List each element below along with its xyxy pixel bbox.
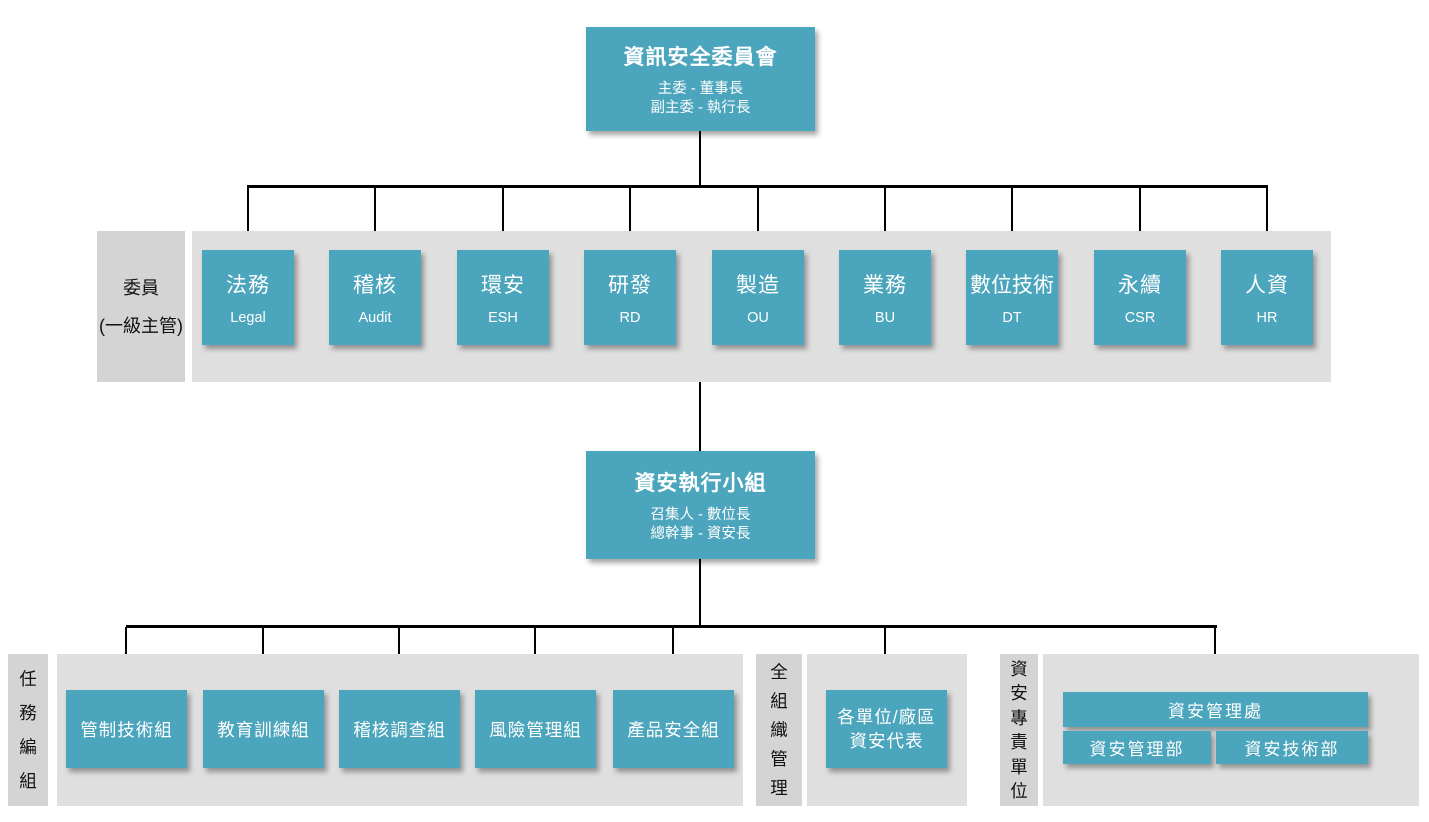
connector-exec-stem: [699, 559, 701, 626]
dept-box-csr: 永續 CSR: [1094, 250, 1186, 345]
dept-name-en: HR: [1256, 310, 1278, 326]
team-box-control-tech: 管制技術組: [66, 690, 187, 768]
security-office-box: 資安管理處: [1063, 692, 1368, 727]
dept-name-zh: 人資: [1245, 274, 1289, 297]
dept-box-legal: 法務 Legal: [202, 250, 294, 345]
dept-name-en: OU: [747, 310, 769, 326]
dept-name-zh: 業務: [863, 274, 907, 297]
members-label-box: 委員 (一級主管): [97, 231, 185, 382]
org-wide-label: 全組織管理: [770, 661, 788, 798]
team-box-risk-management: 風險管理組: [475, 690, 596, 768]
dept-name-en: CSR: [1124, 310, 1156, 326]
connector-teams-bus: [126, 625, 1217, 628]
connector-member-drop: [757, 187, 759, 250]
dept-box-ou: 製造 OU: [712, 250, 804, 345]
security-mgmt-dept-box: 資安管理部: [1063, 731, 1211, 764]
team-box-audit-investigation: 稽核調查組: [339, 690, 460, 768]
dept-box-audit: 稽核 Audit: [329, 250, 421, 345]
dept-name-zh: 法務: [226, 274, 270, 297]
connector-member-drop: [1011, 187, 1013, 250]
site-rep-line1: 各單位/廠區: [837, 707, 936, 727]
site-rep-box: 各單位/廠區 資安代表: [826, 690, 947, 768]
members-label: 委員 (一級主管): [99, 277, 183, 336]
exec-convener-line: 召集人 - 數位長: [650, 506, 751, 523]
dept-box-bu: 業務 BU: [839, 250, 931, 345]
dept-name-en: BU: [874, 310, 896, 326]
exec-group-box: 資安執行小組 召集人 - 數位長 總幹事 - 資安長: [586, 451, 815, 559]
connector-member-drop: [629, 187, 631, 250]
dept-name-en: ESH: [488, 310, 518, 326]
team-box-education-training: 教育訓練組: [203, 690, 324, 768]
dept-name-zh: 研發: [608, 274, 652, 297]
dept-box-rd: 研發 RD: [584, 250, 676, 345]
dept-name-en: Legal: [230, 310, 266, 326]
committee-chair-line: 主委 - 董事長: [657, 80, 744, 97]
connector-committee-stem: [699, 131, 701, 187]
connector-member-drop: [884, 187, 886, 250]
dept-box-dt: 數位技術 DT: [966, 250, 1058, 345]
dept-name-zh: 數位技術: [970, 274, 1054, 297]
connector-member-drop: [1139, 187, 1141, 250]
dedicated-unit-label-box: 資安專責單位: [1000, 654, 1038, 806]
task-section-label-box: 任務編組: [8, 654, 48, 806]
task-section-label: 任務編組: [19, 669, 37, 791]
dept-box-hr: 人資 HR: [1221, 250, 1313, 345]
connector-member-drop: [1266, 187, 1268, 250]
security-tech-dept-box: 資安技術部: [1216, 731, 1368, 764]
connector-member-drop: [374, 187, 376, 250]
connector-member-drop: [502, 187, 504, 250]
dept-name-zh: 永續: [1118, 274, 1162, 297]
connector-band-to-exec: [699, 382, 701, 451]
committee-vice-chair-line: 副主委 - 執行長: [650, 99, 751, 116]
committee-box: 資訊安全委員會 主委 - 董事長 副主委 - 執行長: [586, 27, 815, 131]
exec-secretary-line: 總幹事 - 資安長: [650, 525, 751, 542]
dept-name-en: Audit: [358, 310, 392, 326]
connector-members-bus: [247, 185, 1268, 188]
exec-group-title: 資安執行小組: [634, 471, 767, 495]
committee-title: 資訊安全委員會: [623, 45, 778, 69]
dept-name-en: RD: [619, 310, 641, 326]
dept-name-en: DT: [1002, 310, 1022, 326]
dedicated-unit-label: 資安專責單位: [1010, 658, 1028, 802]
org-wide-label-box: 全組織管理: [756, 654, 802, 806]
dept-name-zh: 環安: [481, 274, 525, 297]
dept-name-zh: 稽核: [353, 274, 397, 297]
team-box-product-security: 產品安全組: [613, 690, 734, 768]
dept-box-esh: 環安 ESH: [457, 250, 549, 345]
dept-name-zh: 製造: [736, 274, 780, 297]
dedicated-unit-band-background: [1043, 654, 1419, 806]
site-rep-line2: 資安代表: [849, 731, 924, 751]
connector-member-drop: [247, 187, 249, 250]
